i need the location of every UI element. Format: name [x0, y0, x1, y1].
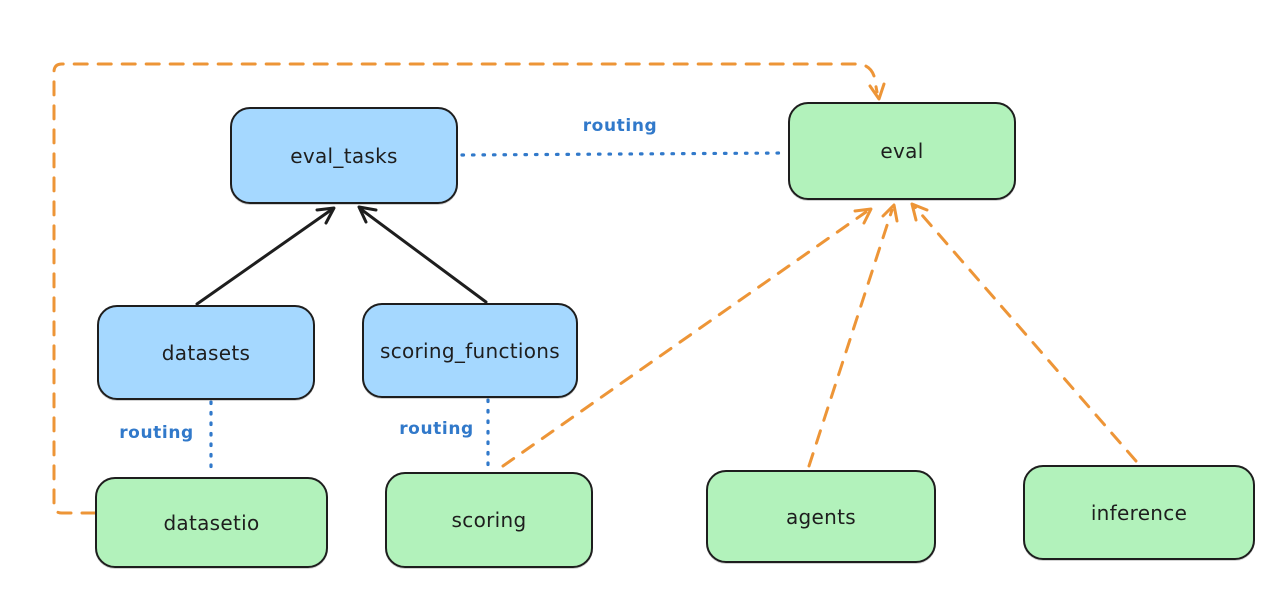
- edge-scoring-functions-to-eval-tasks-arrowhead: [357, 205, 378, 224]
- edge-label-routing-mid: routing: [399, 419, 474, 439]
- edge-datasets-to-eval-tasks-line: [195, 208, 333, 306]
- node-eval-tasks: eval_tasks: [230, 107, 458, 204]
- node-eval: eval: [788, 102, 1016, 200]
- node-datasets: datasets: [97, 305, 315, 400]
- edge-inference-to-eval-line: [913, 205, 1138, 463]
- node-datasets-label: datasets: [161, 340, 251, 365]
- edge-inference-to-eval-arrowhead: [910, 202, 929, 222]
- edge-scoring-to-eval-arrowhead: [853, 207, 873, 225]
- edge-datasets-to-eval-tasks-arrowhead: [315, 206, 336, 225]
- edge-label-routing-left: routing: [119, 423, 194, 443]
- node-inference: inference: [1023, 465, 1255, 560]
- node-datasetio-label: datasetio: [163, 510, 260, 535]
- node-agents-label: agents: [786, 504, 856, 529]
- edge-scoring-to-eval-line: [501, 210, 868, 468]
- node-scoring-functions-label: scoring_functions: [379, 338, 561, 363]
- node-eval-label: eval: [880, 139, 924, 163]
- edge-datasetio-to-eval-line: [52, 62, 879, 515]
- node-scoring-label: scoring: [451, 508, 527, 532]
- edge-eval-tasks-to-eval-line: [460, 151, 786, 157]
- node-datasetio: datasetio: [95, 477, 328, 568]
- node-scoring: scoring: [385, 472, 593, 568]
- edge-datasetio-to-eval-arrowhead: [868, 82, 886, 101]
- node-agents: agents: [706, 470, 936, 563]
- edge-agents-to-eval-arrowhead: [881, 203, 899, 223]
- node-eval-tasks-label: eval_tasks: [290, 143, 398, 168]
- node-scoring-functions: scoring_functions: [362, 303, 578, 398]
- node-inference-label: inference: [1090, 500, 1188, 525]
- edge-label-routing-top: routing: [582, 116, 658, 136]
- edge-agents-to-eval-line: [807, 208, 894, 468]
- edge-scoring-functions-to-eval-tasks-line: [360, 208, 488, 304]
